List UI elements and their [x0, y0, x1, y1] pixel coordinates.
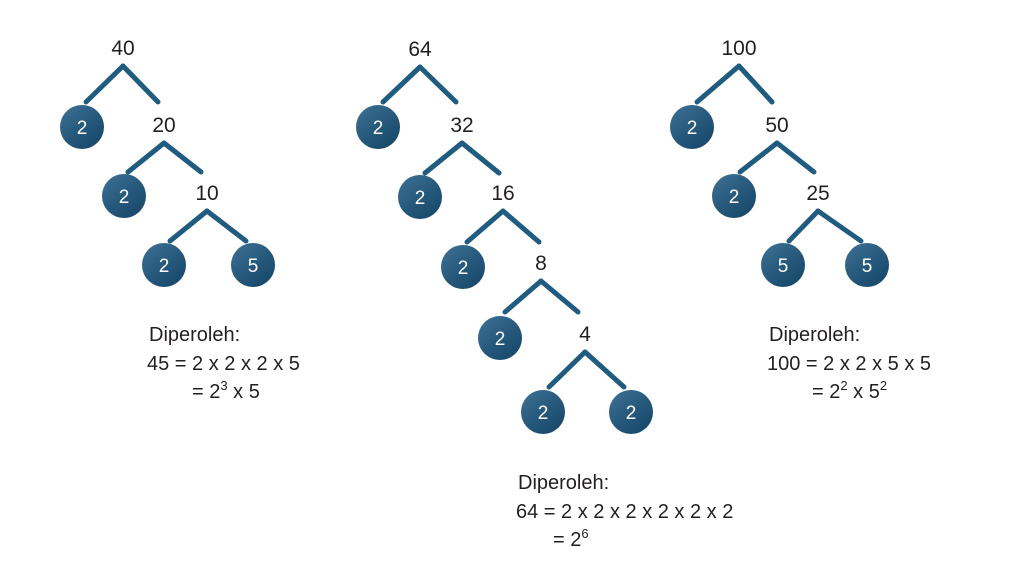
tree-64-edge-4-right: [582, 349, 627, 390]
tree-40-edge-10-left: [167, 208, 210, 244]
tree-40-edge-10-right: [204, 208, 249, 244]
tree-100-edge-root-right: [736, 63, 775, 105]
tree-64-branch-8-value: 8: [535, 252, 547, 275]
tree-100-caption-line2-suffix-exponent: 2: [880, 378, 887, 393]
tree-40-leaf-2-value: 2: [119, 187, 130, 208]
tree-100-leaf-2-value: 2: [729, 187, 740, 208]
tree-100-edge-25-left: [786, 208, 821, 244]
tree-40-leaf-4-value: 5: [248, 256, 259, 277]
tree-64-leaf-5-value: 2: [538, 403, 549, 424]
tree-64-leaf-4-circle: [478, 316, 522, 360]
tree-64-caption-line2: = 26: [553, 526, 589, 551]
tree-64-caption-line2-exponent: 6: [581, 526, 588, 541]
tree-40-edge-20-left: [125, 140, 167, 175]
tree-100-leaf-2-circle: [712, 174, 756, 218]
tree-100-leaf-3-circle: [761, 243, 805, 287]
tree-64-leaf-2-circle: [398, 175, 442, 219]
tree-64-edge-16-right: [500, 208, 542, 245]
tree-40-leaf-3-circle: [142, 243, 186, 287]
tree-100-leaf-1-circle: [670, 105, 714, 149]
tree-64-edge-root-right: [417, 64, 459, 105]
tree-40-caption-line2-prefix: = 2: [192, 381, 220, 403]
tree-64-leaf-4-value: 2: [495, 329, 506, 350]
tree-100-branch-50-value: 50: [765, 114, 788, 137]
tree-100-edge-root-left: [694, 63, 742, 105]
tree-100-caption-line2-suffix: x 5: [848, 381, 880, 403]
tree-40-caption-line1: 45 = 2 x 2 x 2 x 5: [147, 353, 300, 375]
tree-40-edge-20-right: [161, 140, 204, 175]
tree-64-caption-heading: Diperoleh:: [518, 472, 609, 494]
tree-64-edge-root-left: [380, 64, 423, 105]
tree-40-leaf-1-value: 2: [77, 118, 88, 139]
tree-64: 64 2 32 2 16 2 8 2 4 2 2: [356, 38, 733, 551]
tree-64-leaf-6-value: 2: [626, 403, 637, 424]
tree-64-leaf-5-circle: [521, 390, 565, 434]
tree-100-caption-line2: = 22 x 52: [812, 378, 887, 403]
tree-64-root-value: 64: [408, 38, 432, 61]
tree-100-root-value: 100: [721, 37, 756, 60]
tree-100-leaf-3-value: 5: [778, 256, 789, 277]
tree-64-branch-4-value: 4: [579, 323, 591, 346]
tree-40-caption-line2-suffix: x 5: [228, 381, 260, 403]
tree-64-leaf-2-value: 2: [415, 188, 426, 209]
tree-40-root-value: 40: [111, 37, 134, 60]
tree-40-leaf-4-circle: [231, 243, 275, 287]
tree-64-branch-32-value: 32: [450, 114, 473, 137]
tree-100-branch-25-value: 25: [806, 182, 829, 205]
tree-40-branch-10-value: 10: [195, 182, 218, 205]
tree-40-leaf-1-circle: [60, 105, 104, 149]
tree-100-caption-line2-prefix: = 2: [812, 381, 840, 403]
tree-64-edge-4-left: [546, 349, 588, 390]
tree-64-leaf-3-value: 2: [458, 258, 469, 279]
tree-40-caption-line2: = 23 x 5: [192, 378, 260, 403]
tree-40-edge-root-right: [120, 63, 161, 105]
tree-64-leaf-1-value: 2: [373, 118, 384, 139]
tree-64-edge-16-left: [464, 208, 506, 245]
tree-40-leaf-2-circle: [102, 174, 146, 218]
tree-64-edge-8-right: [538, 278, 581, 315]
tree-40-caption-heading: Diperoleh:: [149, 324, 240, 346]
tree-64-leaf-3-circle: [441, 245, 485, 289]
tree-100-edge-50-left: [737, 140, 780, 175]
tree-40-leaf-3-value: 2: [159, 256, 170, 277]
tree-100-caption-line1: 100 = 2 x 2 x 5 x 5: [767, 353, 931, 375]
tree-100: 100 2 50 2 25 5 5 Diperoleh: 100 = 2 x 2…: [670, 37, 931, 403]
tree-64-branch-16-value: 16: [491, 182, 514, 205]
tree-64-caption-line1: 64 = 2 x 2 x 2 x 2 x 2 x 2: [516, 501, 733, 523]
tree-40-branch-20-value: 20: [152, 114, 175, 137]
tree-100-caption-heading: Diperoleh:: [769, 324, 860, 346]
tree-40-edge-root-left: [83, 63, 126, 105]
tree-40-caption-line2-exponent: 3: [220, 378, 227, 393]
tree-64-caption-line2-prefix: = 2: [553, 529, 581, 551]
tree-100-edge-25-right: [815, 208, 864, 244]
tree-100-leaf-4-circle: [845, 243, 889, 287]
tree-100-leaf-1-value: 2: [687, 118, 698, 139]
tree-64-leaf-6-circle: [609, 390, 653, 434]
tree-64-edge-32-left: [422, 140, 465, 176]
tree-100-edge-50-right: [774, 140, 817, 175]
tree-40: 40 2 20 2 10 2 5 Diperole: [60, 37, 300, 403]
tree-100-caption-line2-exponent: 2: [840, 378, 847, 393]
tree-64-leaf-1-circle: [356, 105, 400, 149]
tree-64-edge-8-left: [502, 278, 544, 315]
tree-64-edge-32-right: [459, 140, 502, 176]
tree-100-leaf-4-value: 5: [862, 256, 873, 277]
